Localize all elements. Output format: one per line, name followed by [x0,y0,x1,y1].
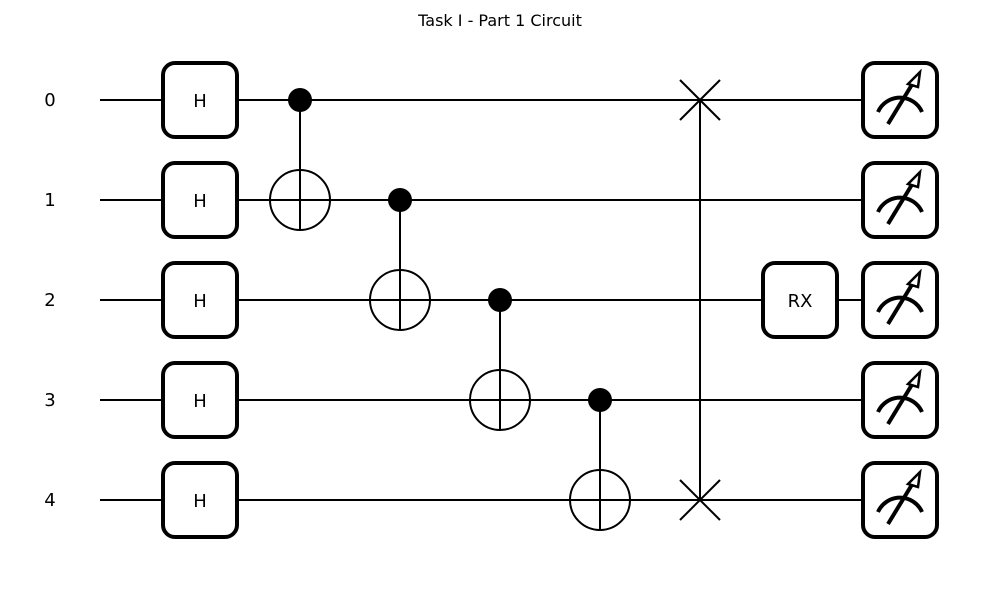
measure-gate [861,261,939,339]
h-gate: H [161,461,239,539]
meter-icon [876,368,924,426]
h-gate-label: H [193,491,207,512]
h-gate-box [161,261,239,339]
meter-icon [876,468,924,526]
cnot-gate [369,188,431,331]
measure-gate-box [861,361,939,439]
qubit-label-2: 2 [44,290,55,311]
qubit-label-0: 0 [44,90,55,111]
h-gate-label: H [193,191,207,212]
h-gate-box [161,161,239,239]
cnot-control-dot [288,88,312,112]
h-gate: H [161,161,239,239]
measure-gate [861,361,939,439]
measure-gate-box [861,161,939,239]
h-gate-box [161,361,239,439]
h-gate: H [161,61,239,139]
cnot-gate [269,88,331,231]
cnot-control-dot [388,188,412,212]
measure-gate-box [861,261,939,339]
rx-gate: RX [761,261,839,339]
swap-cross [679,479,721,521]
h-gate-box [161,461,239,539]
swap-cross [679,79,721,121]
meter-icon [876,168,924,226]
circuit-title: Task I - Part 1 Circuit [417,11,582,30]
h-gate-label: H [193,291,207,312]
measure-gate [861,461,939,539]
measure-gate [861,161,939,239]
cnot-gate [569,388,631,531]
cnot-gate [469,288,531,431]
h-gate: H [161,261,239,339]
cnot-control-dot [588,388,612,412]
qubit-label-3: 3 [44,390,55,411]
meter-icon [876,268,924,326]
qubit-label-1: 1 [44,190,55,211]
rx-gate-box [761,261,839,339]
h-gate-label: H [193,391,207,412]
h-gate: H [161,361,239,439]
measure-gate-box [861,461,939,539]
h-gate-box [161,61,239,139]
measure-gate-box [861,61,939,139]
h-gate-label: H [193,91,207,112]
rx-gate-label: RX [788,291,813,312]
qubit-labels: 0 1 2 3 4 [44,90,55,511]
meter-icon [876,68,924,126]
cnot-control-dot [488,288,512,312]
measure-gate [861,61,939,139]
swap-gate [679,79,721,521]
qubit-label-4: 4 [44,490,55,511]
gates-layer: H H H H H RX [161,61,939,539]
